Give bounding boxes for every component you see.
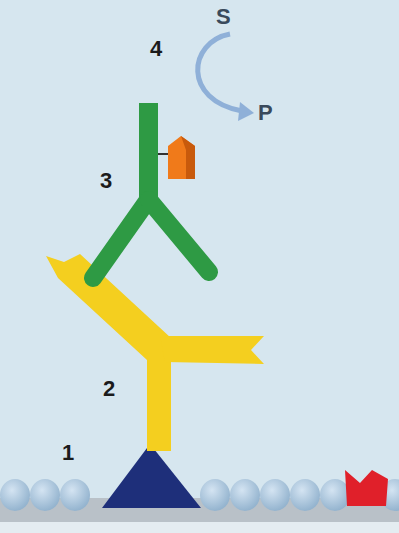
antigen: [102, 444, 201, 508]
reaction-arrow: [198, 34, 242, 111]
callout-number: 3: [100, 168, 112, 193]
enzyme: [168, 136, 195, 179]
secondary-antibody: [93, 103, 209, 278]
plate-base: [0, 522, 399, 533]
reaction-label: P: [258, 100, 273, 125]
reaction-label: S: [216, 4, 231, 29]
callout-number: 1: [62, 440, 74, 465]
enzyme-shade: [181, 136, 195, 179]
primary-antibody: [46, 254, 264, 451]
callout-number: 2: [103, 376, 115, 401]
other-antigen: [345, 470, 388, 506]
enzyme-link: [158, 153, 169, 155]
callout-number: 4: [150, 36, 162, 61]
arrow-head: [238, 102, 254, 121]
